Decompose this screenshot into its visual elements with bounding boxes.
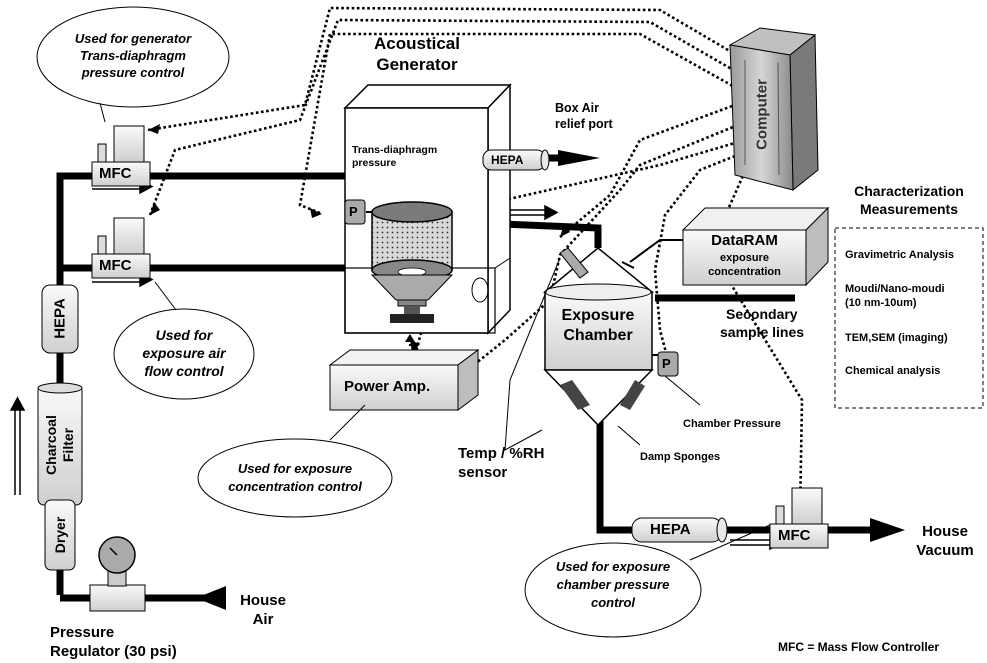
generator-title: Acoustical Generator bbox=[352, 33, 482, 75]
damp-sponges-label: Damp Sponges bbox=[640, 451, 721, 463]
p-label-generator: P bbox=[349, 204, 358, 219]
hepa-filter-vacuum bbox=[631, 517, 728, 543]
mfc-legend: MFC = Mass Flow Controller bbox=[778, 640, 940, 654]
mfc-exposure-air bbox=[91, 217, 151, 279]
measurement-item: TEM,SEM (imaging) bbox=[845, 332, 948, 344]
measurement-item: (10 nm-10um) bbox=[845, 297, 917, 309]
computer-label: Computer bbox=[753, 79, 771, 150]
charcoal-filter-label: Charcoal Filter bbox=[43, 395, 77, 495]
note-line: control bbox=[590, 595, 636, 610]
label-line: Filter bbox=[60, 427, 76, 463]
chamber-pressure-label: Chamber Pressure bbox=[683, 418, 781, 430]
label-line: relief port bbox=[555, 117, 613, 131]
note-line: pressure control bbox=[81, 65, 185, 80]
pressure-regulator bbox=[89, 536, 146, 612]
measurement-item: Moudi/Nano-moudi bbox=[845, 283, 945, 295]
note-line: Used for exposure bbox=[555, 559, 671, 574]
label-line: Pressure bbox=[50, 624, 115, 641]
callout-ovals bbox=[36, 6, 702, 638]
dryer bbox=[44, 499, 76, 571]
pipe-arrowheads bbox=[196, 150, 905, 610]
note-line: concentration control bbox=[228, 479, 362, 494]
mfc-label-3: MFC bbox=[778, 527, 811, 544]
mfc-vacuum bbox=[769, 487, 829, 549]
callout-exposure-air: Used for exposure air flow control bbox=[124, 326, 244, 380]
house-air-label: House Air bbox=[228, 591, 298, 629]
label-line: Box Air bbox=[555, 101, 599, 115]
hepa-label-left: HEPA bbox=[51, 298, 69, 339]
hepa-label-box: HEPA bbox=[491, 153, 524, 167]
note-line: Used for exposure bbox=[237, 461, 353, 476]
label-line: House bbox=[240, 592, 286, 609]
label-line: sample lines bbox=[720, 324, 805, 340]
note-line: flow control bbox=[144, 363, 224, 379]
label-line: concentration bbox=[708, 266, 781, 278]
callout-pointers bbox=[99, 102, 771, 561]
p-label-chamber: P bbox=[662, 356, 671, 371]
computer-tower bbox=[728, 27, 819, 192]
label-line: pressure bbox=[352, 157, 397, 169]
title-line: Acoustical bbox=[374, 34, 460, 53]
regulator-label: Pressure Regulator (30 psi) bbox=[50, 623, 177, 661]
label-line: sensor bbox=[458, 464, 508, 481]
characterization-title: Characterization Measurements bbox=[835, 182, 983, 218]
label-line: Trans-diaphragm bbox=[352, 144, 438, 156]
dataram-link bbox=[629, 239, 690, 263]
note-line: chamber pressure bbox=[556, 577, 670, 592]
callout-concentration: Used for exposure concentration control bbox=[205, 460, 385, 496]
power-amp-label: Power Amp. bbox=[344, 378, 431, 395]
dataram-title: DataRAM bbox=[711, 232, 778, 249]
mfc-generator-pressure bbox=[91, 125, 151, 187]
label-line: Charcoal bbox=[43, 415, 59, 475]
charcoal-filter bbox=[37, 382, 83, 506]
callout-chamber-pressure: Used for exposure chamber pressure contr… bbox=[530, 558, 696, 612]
house-vacuum-label: House Vacuum bbox=[905, 522, 985, 560]
note-line: exposure air bbox=[142, 345, 226, 361]
secondary-sample-label: Secondary sample lines bbox=[720, 305, 804, 341]
title-line: Generator bbox=[376, 55, 458, 74]
trans-diaphragm-label: Trans-diaphragm pressure bbox=[352, 144, 437, 170]
label-line: Exposure bbox=[561, 307, 635, 324]
label-line: Characterization bbox=[854, 183, 964, 199]
dataram-subtitle: exposure concentration bbox=[683, 251, 806, 279]
characterization-box bbox=[834, 227, 984, 409]
label-line: Air bbox=[252, 611, 274, 628]
dataram-box bbox=[681, 206, 830, 287]
hepa-filter-left bbox=[41, 284, 79, 354]
label-line: Secondary bbox=[726, 306, 798, 322]
label-line: exposure bbox=[720, 252, 769, 264]
mfc-label-2: MFC bbox=[99, 257, 132, 274]
label-line: Regulator (30 psi) bbox=[50, 643, 177, 660]
hepa-label-vacuum: HEPA bbox=[650, 521, 691, 538]
dryer-label: Dryer bbox=[52, 516, 68, 554]
power-amp-box bbox=[328, 334, 480, 411]
label-line: House bbox=[922, 523, 968, 540]
chamber-pressure-sensor bbox=[652, 351, 679, 377]
note-line: Used for bbox=[155, 327, 213, 343]
exposure-chamber bbox=[542, 247, 655, 427]
box-air-label: Box Air relief port bbox=[555, 100, 613, 132]
trans-diaphragm-pressure-sensor bbox=[344, 199, 372, 225]
label-line: Measurements bbox=[859, 201, 959, 217]
note-line: Trans-diaphragm bbox=[80, 48, 186, 63]
measurement-item: Chemical analysis bbox=[845, 365, 941, 377]
temp-rh-label: Temp / %RH sensor bbox=[458, 444, 544, 482]
measurement-item: Gravimetric Analysis bbox=[845, 249, 955, 261]
box-air-hepa bbox=[482, 149, 550, 171]
note-line: Used for generator bbox=[74, 31, 192, 46]
aerosol-generator-vessel bbox=[370, 201, 454, 323]
callout-generator-pressure: Used for generator Trans-diaphragm press… bbox=[55, 30, 211, 81]
label-line: Vacuum bbox=[916, 542, 974, 559]
label-line: Temp / %RH bbox=[458, 445, 545, 462]
mfc-label-1: MFC bbox=[99, 165, 132, 182]
label-line: Chamber bbox=[563, 327, 633, 344]
chamber-label: Exposure Chamber bbox=[548, 306, 648, 346]
